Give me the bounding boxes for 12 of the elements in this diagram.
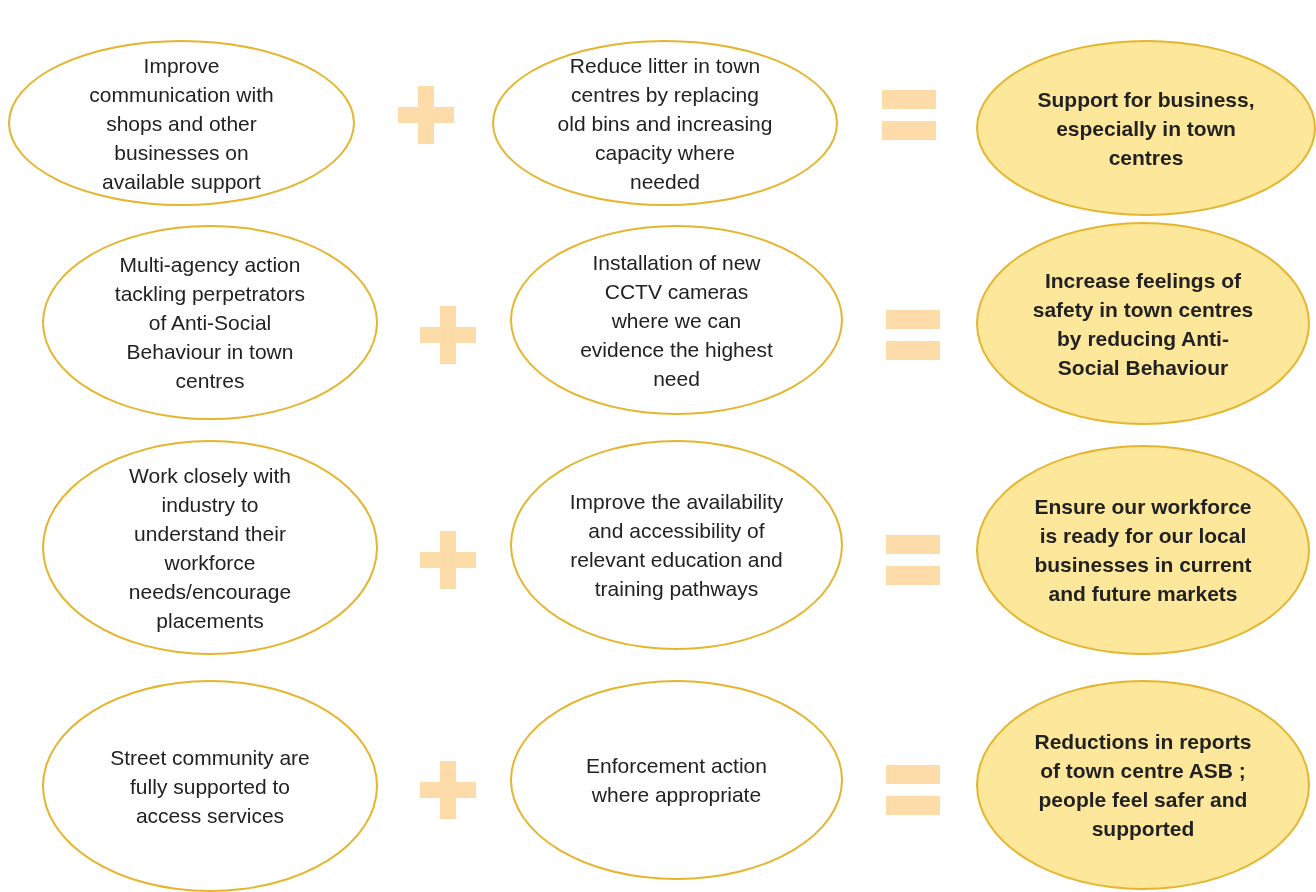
node-text: Multi-agency action tackling perpetrators of Anti-Social Behaviour in town centres bbox=[113, 252, 307, 394]
node-text: Installation of new CCTV cameras where we can evidence the highest need bbox=[579, 249, 774, 392]
node-text: Work closely with industry to understand their workforce needs/encourage placements bbox=[127, 462, 293, 634]
node-text: Ensure our workforce is ready for our local businesses in current and future markets bbox=[1033, 494, 1253, 607]
node-text: Increase feelings of safety in town centres by reducing Anti-Social Behaviour bbox=[1031, 267, 1255, 381]
node-text: Reduce litter in town centres by replacing old bins and increasing capacity where needed bbox=[557, 52, 773, 195]
node-text: Street community are fully supported to access services bbox=[109, 744, 311, 829]
node-text: Support for business, especially in town centres bbox=[1036, 86, 1256, 171]
node-text: Improve the availability and accessibility of relevant education and training pathways bbox=[569, 489, 784, 602]
node-text: Reductions in reports of town centre ASB ; people feel safer and supported bbox=[1033, 729, 1253, 842]
node-text: Improve communication with shops and other businesses on available support bbox=[88, 52, 275, 195]
node-text: Enforcement action where appropriate bbox=[585, 753, 768, 808]
